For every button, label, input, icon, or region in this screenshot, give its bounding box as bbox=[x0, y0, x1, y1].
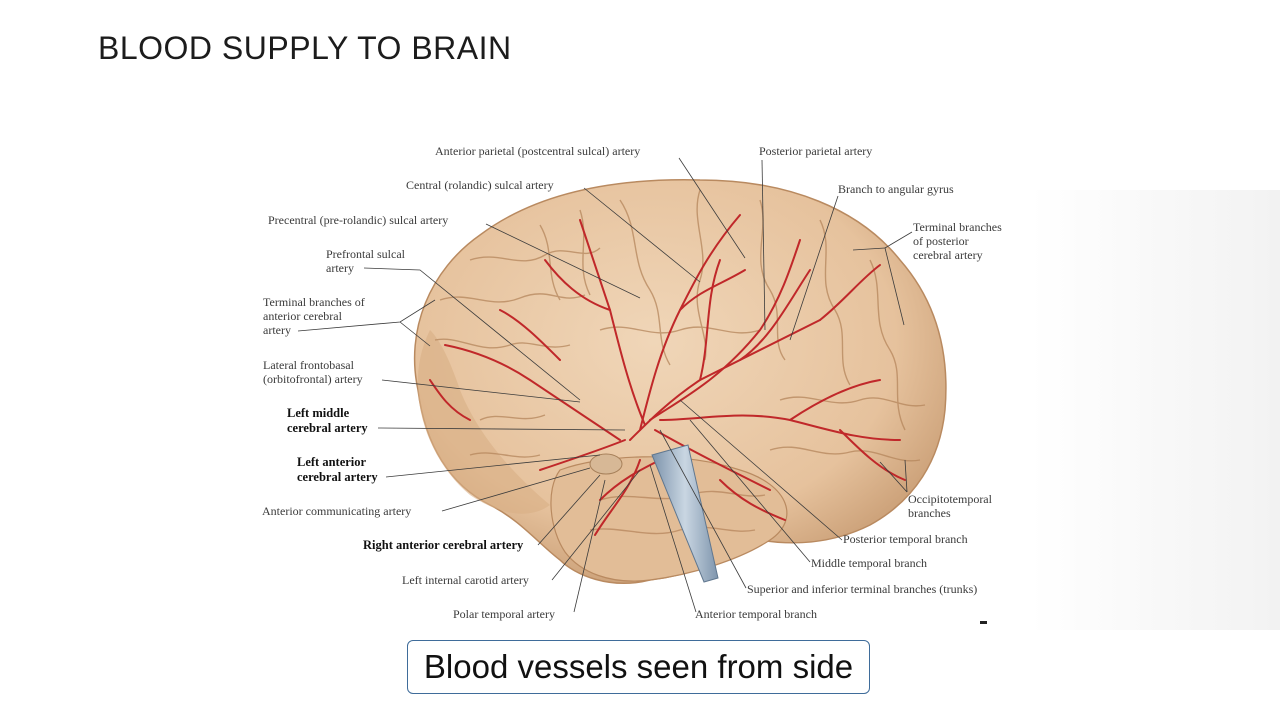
label-anterior-parietal: Anterior parietal (postcentral sulcal) a… bbox=[435, 144, 640, 158]
gyri-lines bbox=[434, 189, 926, 535]
optic-region bbox=[589, 453, 623, 475]
labels: Anterior parietal (postcentral sulcal) a… bbox=[262, 144, 1002, 621]
label-polar-temporal: Polar temporal artery bbox=[453, 607, 555, 621]
label-left-anterior-2: cerebral artery bbox=[297, 470, 378, 484]
label-posterior-parietal: Posterior parietal artery bbox=[759, 144, 872, 158]
leader-lines bbox=[297, 157, 913, 613]
label-occipitotemporal-2: branches bbox=[908, 506, 951, 520]
label-terminal-posterior-2: of posterior bbox=[913, 234, 969, 248]
label-superior-inferior-terminal: Superior and inferior terminal branches … bbox=[747, 582, 977, 596]
cerebrum bbox=[413, 179, 947, 584]
label-central-sulcal: Central (rolandic) sulcal artery bbox=[406, 178, 554, 192]
label-prefrontal-2: artery bbox=[326, 261, 354, 275]
label-left-anterior-1: Left anterior bbox=[297, 455, 367, 469]
brain-illustration bbox=[413, 179, 947, 584]
label-terminal-posterior-3: cerebral artery bbox=[913, 248, 983, 262]
background-shade bbox=[1030, 190, 1280, 630]
label-right-anterior: Right anterior cerebral artery bbox=[363, 538, 524, 552]
label-prefrontal-1: Prefrontal sulcal bbox=[326, 247, 406, 261]
label-left-middle-1: Left middle bbox=[287, 406, 350, 420]
slide-title: BLOOD SUPPLY TO BRAIN bbox=[98, 30, 512, 66]
scan-mark bbox=[980, 621, 987, 624]
internal-carotid-stump bbox=[651, 444, 719, 583]
caption-box: Blood vessels seen from side bbox=[407, 640, 870, 694]
frontal-pole-shadow bbox=[417, 330, 550, 514]
label-branch-angular: Branch to angular gyrus bbox=[838, 182, 954, 196]
label-left-internal-carotid: Left internal carotid artery bbox=[402, 573, 529, 587]
label-lateral-frontobasal-2: (orbitofrontal) artery bbox=[263, 372, 363, 386]
label-occipitotemporal-1: Occipitotemporal bbox=[908, 492, 993, 506]
caption-text: Blood vessels seen from side bbox=[423, 648, 854, 685]
label-anterior-temporal: Anterior temporal branch bbox=[695, 607, 817, 621]
label-terminal-anterior-1: Terminal branches of bbox=[263, 295, 365, 309]
label-terminal-posterior-1: Terminal branches bbox=[913, 220, 1002, 234]
label-anterior-communicating: Anterior communicating artery bbox=[262, 504, 411, 518]
label-lateral-frontobasal-1: Lateral frontobasal bbox=[263, 358, 355, 372]
label-left-middle-2: cerebral artery bbox=[287, 421, 368, 435]
label-posterior-temporal: Posterior temporal branch bbox=[843, 532, 968, 546]
label-precentral: Precentral (pre-rolandic) sulcal artery bbox=[268, 213, 448, 227]
label-terminal-anterior-3: artery bbox=[263, 323, 291, 337]
label-terminal-anterior-2: anterior cerebral bbox=[263, 309, 343, 323]
label-middle-temporal: Middle temporal branch bbox=[811, 556, 927, 570]
cerebral-arteries bbox=[429, 214, 906, 536]
